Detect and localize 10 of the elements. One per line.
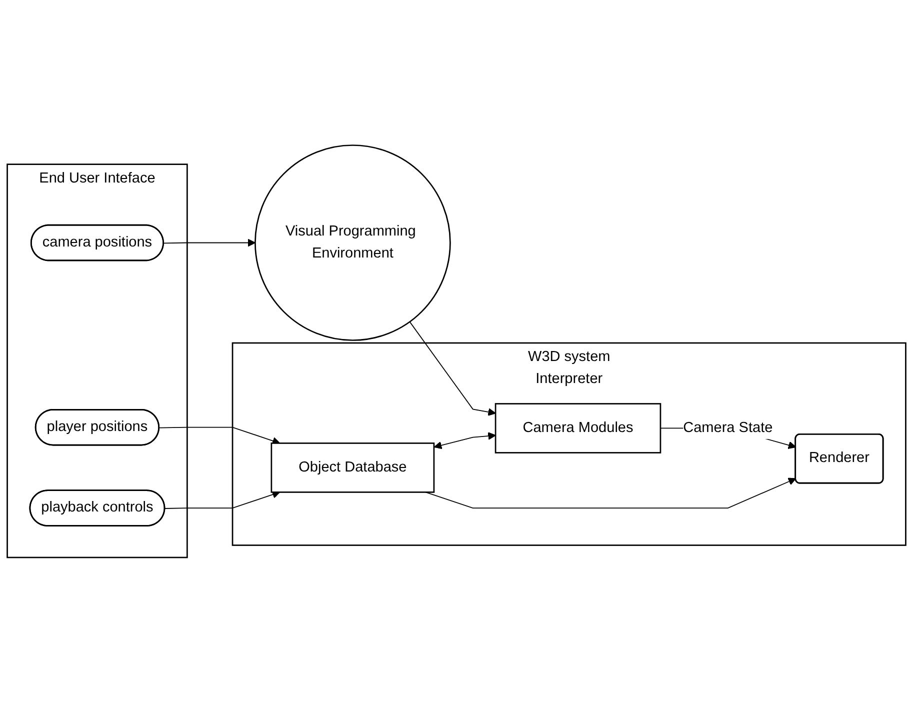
arrow xyxy=(158,426,280,444)
arrow xyxy=(409,320,496,416)
arrow xyxy=(163,238,256,246)
arrow xyxy=(164,490,280,509)
node-box: Camera Modules xyxy=(494,402,662,454)
node-box: Object Database xyxy=(270,442,435,492)
arrow xyxy=(434,432,496,449)
edge-label: Camera State xyxy=(683,420,773,436)
arrow xyxy=(425,477,796,508)
node-circle: Visual Programming Environment xyxy=(254,144,451,341)
